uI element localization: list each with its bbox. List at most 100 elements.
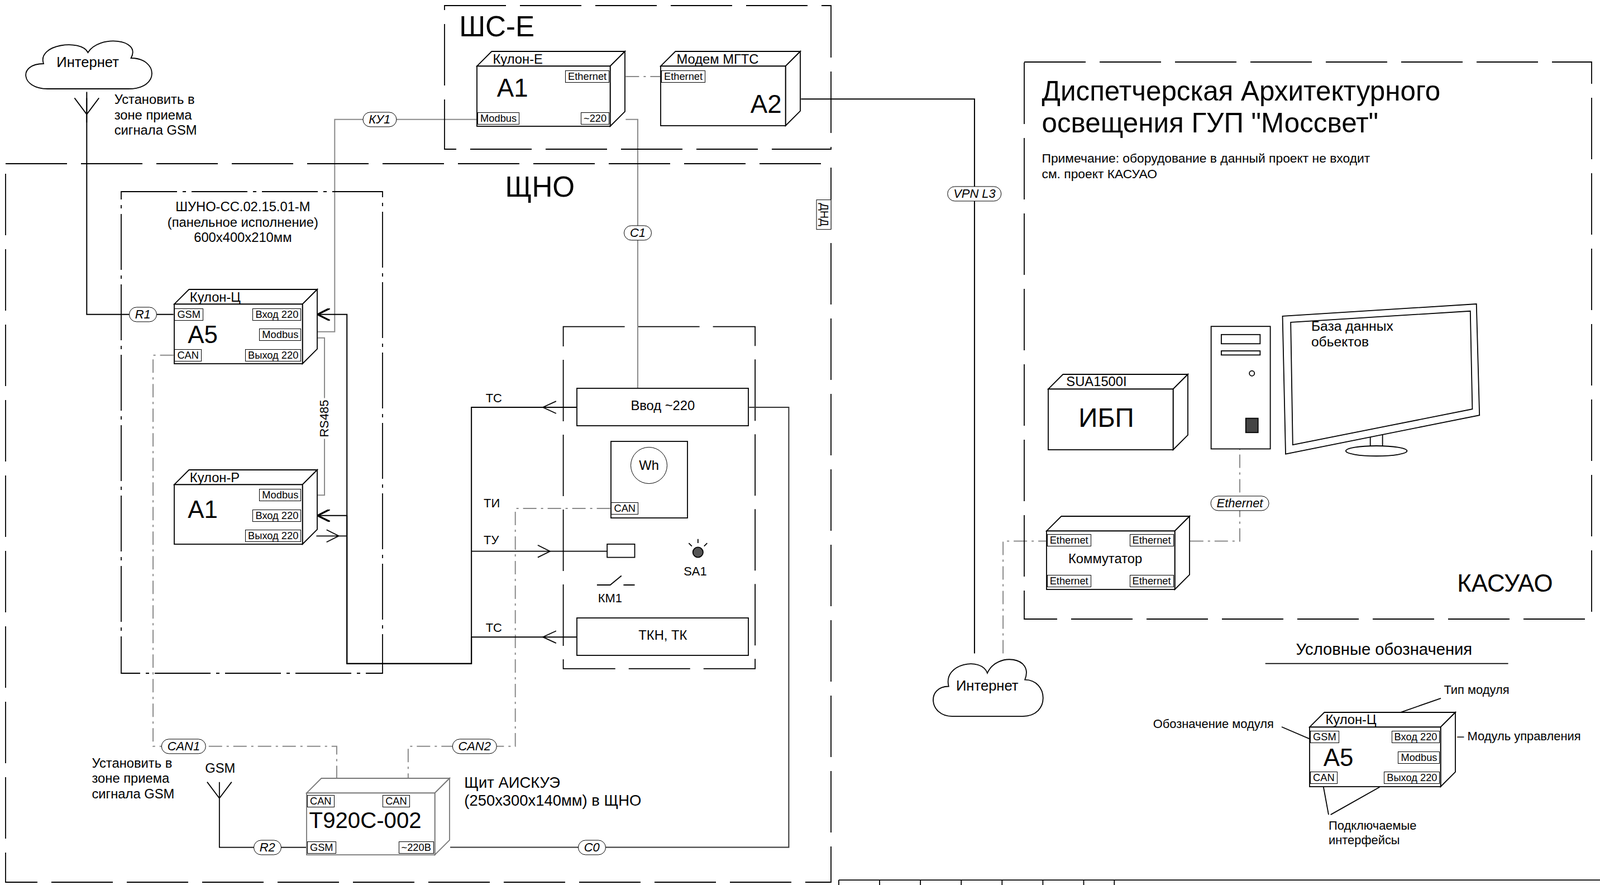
module-box: EthernetEthernetКоммутаторEthernetEthern… [1046, 515, 1191, 590]
box-top-face [174, 289, 318, 304]
node-label: A2 [750, 91, 782, 118]
relay-contact [596, 575, 635, 585]
leader-line [1323, 786, 1380, 815]
port-label: CAN [382, 794, 410, 807]
cloud-shape: Интернет [928, 652, 1047, 720]
box-outline [610, 441, 688, 518]
connector [1190, 449, 1240, 541]
box-front-face [476, 66, 611, 127]
node-label: ШС-Е [459, 11, 535, 43]
dashed-frame [5, 163, 831, 882]
box-top-face [1309, 712, 1456, 727]
box-top-face [1048, 374, 1188, 389]
output-wire [316, 529, 347, 542]
box-front-face [1046, 530, 1176, 590]
box-side-face [610, 51, 625, 127]
port-label: Ethernet [661, 70, 706, 83]
node-label: Щит АИСКУЭ (250x300x140мм) в ЩНО [464, 773, 684, 809]
node-label: ЩНО [504, 171, 575, 203]
dashed-frame [444, 5, 831, 150]
node-label: A1 [187, 497, 218, 522]
port-label: ~220 [580, 112, 610, 125]
box-side-face [1173, 374, 1188, 450]
connector [450, 407, 789, 848]
arrow-head [537, 545, 551, 558]
box-front-face [1048, 388, 1174, 450]
module-box: Кулон-ЦGSMВход 220A5ModbusCANВыход 220 [1309, 711, 1456, 787]
monitor-screen [1290, 311, 1473, 445]
region-frame: Кулон-ЕA1EthernetModbus~220Модем МГТСEth… [443, 5, 832, 150]
node-label: ИБП [1078, 404, 1134, 432]
box-top-face [660, 51, 801, 66]
annotation: Установить в зоне приема сигнала GSM [114, 91, 222, 138]
box-side-face [435, 777, 450, 855]
annotation: SA1 [683, 564, 707, 579]
box-top-face [1046, 516, 1190, 531]
connector [625, 75, 661, 78]
port-label: CAN [174, 349, 202, 362]
title-block-frame [838, 879, 1600, 885]
port-label: Выход 220 [1383, 771, 1440, 784]
pc-drive [1221, 334, 1260, 344]
lamp-symbol [693, 546, 704, 557]
connector-label: CAN1 [161, 738, 207, 754]
annotation: КМ1 [598, 590, 623, 605]
port-label: CAN [1310, 771, 1338, 784]
connector-label: CAN2 [451, 738, 497, 754]
connector-label: ТС [484, 390, 504, 405]
box-side-face [1174, 516, 1189, 590]
box-side-face [1440, 712, 1456, 787]
port-label: GSM [174, 308, 204, 321]
node-label: Модем МГТС [676, 52, 759, 66]
node-label: Кулон-Ц [189, 290, 241, 304]
cloud-shape: Интернет [20, 35, 156, 92]
box-front-face [660, 66, 786, 127]
port-label: ~220В [398, 841, 434, 854]
port-label: GSM [1310, 730, 1340, 743]
box-side-face [785, 51, 801, 126]
pc-tower [1211, 326, 1271, 450]
device-box: ТКН, ТК [576, 617, 749, 656]
port-label: Вход 220 [252, 509, 302, 522]
pc-drive [1221, 351, 1260, 356]
port-label: Ethernet [1047, 574, 1092, 587]
port-label: GSM [307, 841, 337, 854]
node-label: Кулон-Ц [1325, 712, 1377, 727]
node-label: T920C-002 [309, 809, 422, 832]
connector-label: С0 [578, 839, 606, 855]
device-box: WhCAN [610, 440, 689, 519]
node-label: SUA1500I [1066, 374, 1127, 389]
node-label: Примечание: оборудование в данный проект… [1042, 150, 1379, 182]
node-label: Wh [630, 446, 668, 484]
module-box: Кулон-ЕA1EthernetModbus~220 [476, 50, 626, 127]
annotation: Тип модуля [1443, 682, 1509, 697]
box-top-face [306, 777, 450, 793]
lamp-rays [688, 538, 708, 547]
node-label: Интернет [928, 677, 1047, 694]
legend-text: – Модуль управления [1457, 728, 1581, 743]
port-label: CAN [307, 794, 335, 807]
module-box: Модем МГТС EthernetA2 [660, 50, 801, 127]
annotation: ТИ [483, 495, 500, 510]
box-top-face [174, 469, 318, 485]
port-label: Modbus [259, 328, 302, 341]
box-side-face [302, 289, 317, 364]
annotation: GSM [204, 760, 236, 776]
node-label: КАСУАО [1457, 569, 1553, 597]
node-label: Кулон-Р [189, 470, 240, 485]
node-outline [120, 190, 384, 674]
module-box: Кулон-РModbusA1Вход 220Выход 220 [173, 469, 318, 545]
pc-button [1249, 370, 1255, 376]
box-front-face [306, 793, 436, 856]
region-frame: SUA1500IИБПБаза данных обьектовEthernetE… [1023, 61, 1593, 620]
antenna [207, 781, 307, 848]
port-label: Modbus [477, 112, 520, 125]
connector [317, 119, 477, 332]
box-front-face [174, 484, 303, 545]
node-label: A1 [497, 75, 529, 102]
box-top-face [476, 51, 625, 66]
monitor-base [1345, 445, 1408, 456]
connector-label: ТС [484, 620, 504, 635]
region-frame: Кулон-ЦA5GSMВход 220ModbusCANВыход 220Ку… [120, 190, 384, 674]
